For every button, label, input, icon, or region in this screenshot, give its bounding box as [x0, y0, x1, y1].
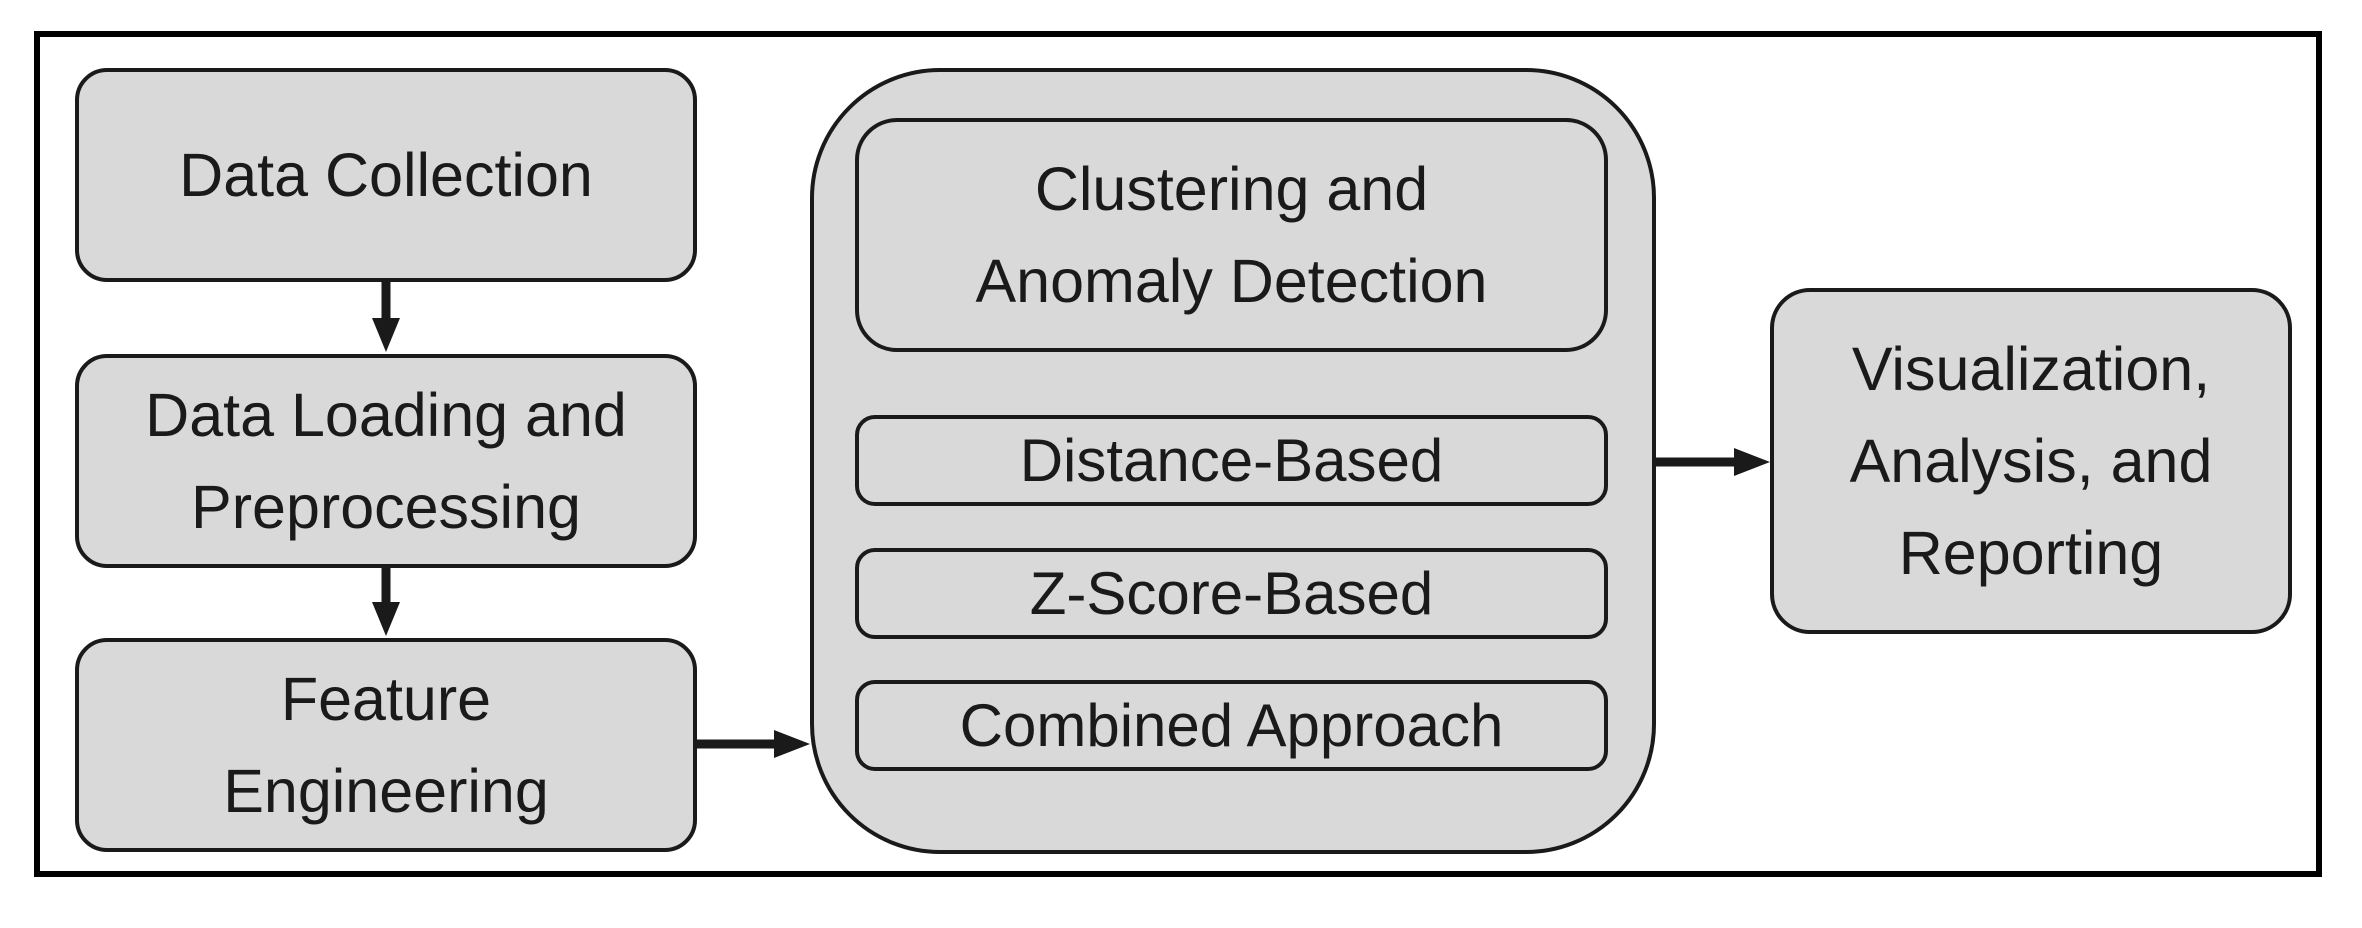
distance-based-label: Distance-Based	[1019, 426, 1444, 494]
data-loading-box: Data Loading and Preprocessing	[75, 354, 697, 568]
visualization-label-line1: Visualization,	[1851, 335, 2211, 403]
visualization-label-line2: Analysis, and	[1849, 427, 2213, 495]
combined-approach-box: Combined Approach	[855, 680, 1608, 771]
data-collection-box: Data Collection	[75, 68, 697, 282]
zscore-based-box: Z-Score-Based	[855, 548, 1608, 639]
zscore-based-label: Z-Score-Based	[1029, 559, 1434, 627]
data-loading-label-line2: Preprocessing	[191, 473, 581, 541]
visualization-label-line3: Reporting	[1898, 519, 2164, 587]
distance-based-box: Distance-Based	[855, 415, 1608, 506]
feature-engineering-label-line1: Feature	[280, 665, 492, 733]
feature-engineering-box: Feature Engineering	[75, 638, 697, 852]
clustering-label-line1: Clustering and	[1034, 155, 1429, 223]
data-loading-label-line1: Data Loading and	[145, 381, 627, 449]
data-collection-label: Data Collection	[179, 141, 593, 209]
clustering-anomaly-box: Clustering and Anomaly Detection	[855, 118, 1608, 352]
visualization-box: Visualization, Analysis, and Reporting	[1770, 288, 2292, 634]
feature-engineering-label-line2: Engineering	[223, 757, 549, 825]
clustering-label-line2: Anomaly Detection	[975, 247, 1488, 315]
combined-approach-label: Combined Approach	[959, 691, 1504, 759]
